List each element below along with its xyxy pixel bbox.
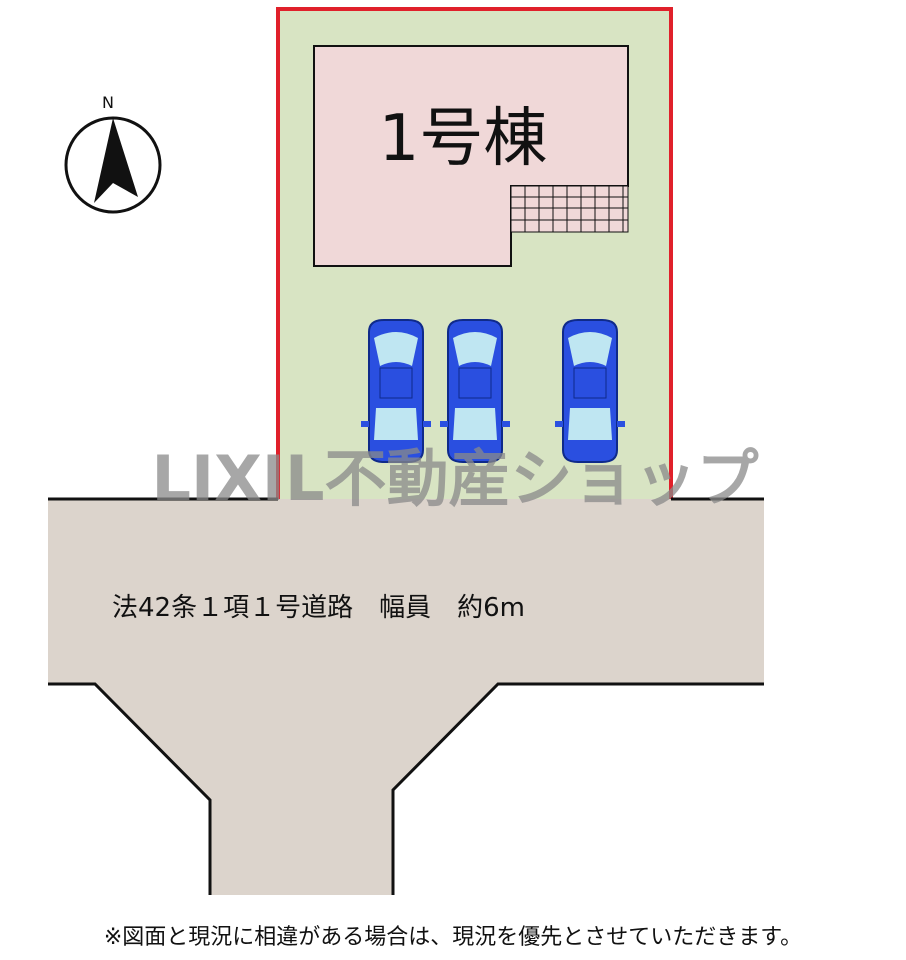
deck-grid xyxy=(510,185,629,233)
compass-north-label: N xyxy=(102,93,114,112)
watermark: LIXIL不動産ショップ xyxy=(152,442,759,515)
parking-car-1 xyxy=(361,319,431,463)
parking-car-3 xyxy=(555,319,625,463)
road xyxy=(48,499,764,895)
parking-car-2 xyxy=(440,319,510,463)
building-label: 1号棟 xyxy=(379,102,548,176)
disclaimer-text: ※図面と現況に相違がある場合は、現況を優先とさせていただきます。 xyxy=(104,925,802,950)
north-compass-icon: N xyxy=(64,93,162,214)
road-label: 法42条１項１号道路 幅員 約6m xyxy=(112,593,525,623)
road-edge-lines xyxy=(48,497,764,895)
